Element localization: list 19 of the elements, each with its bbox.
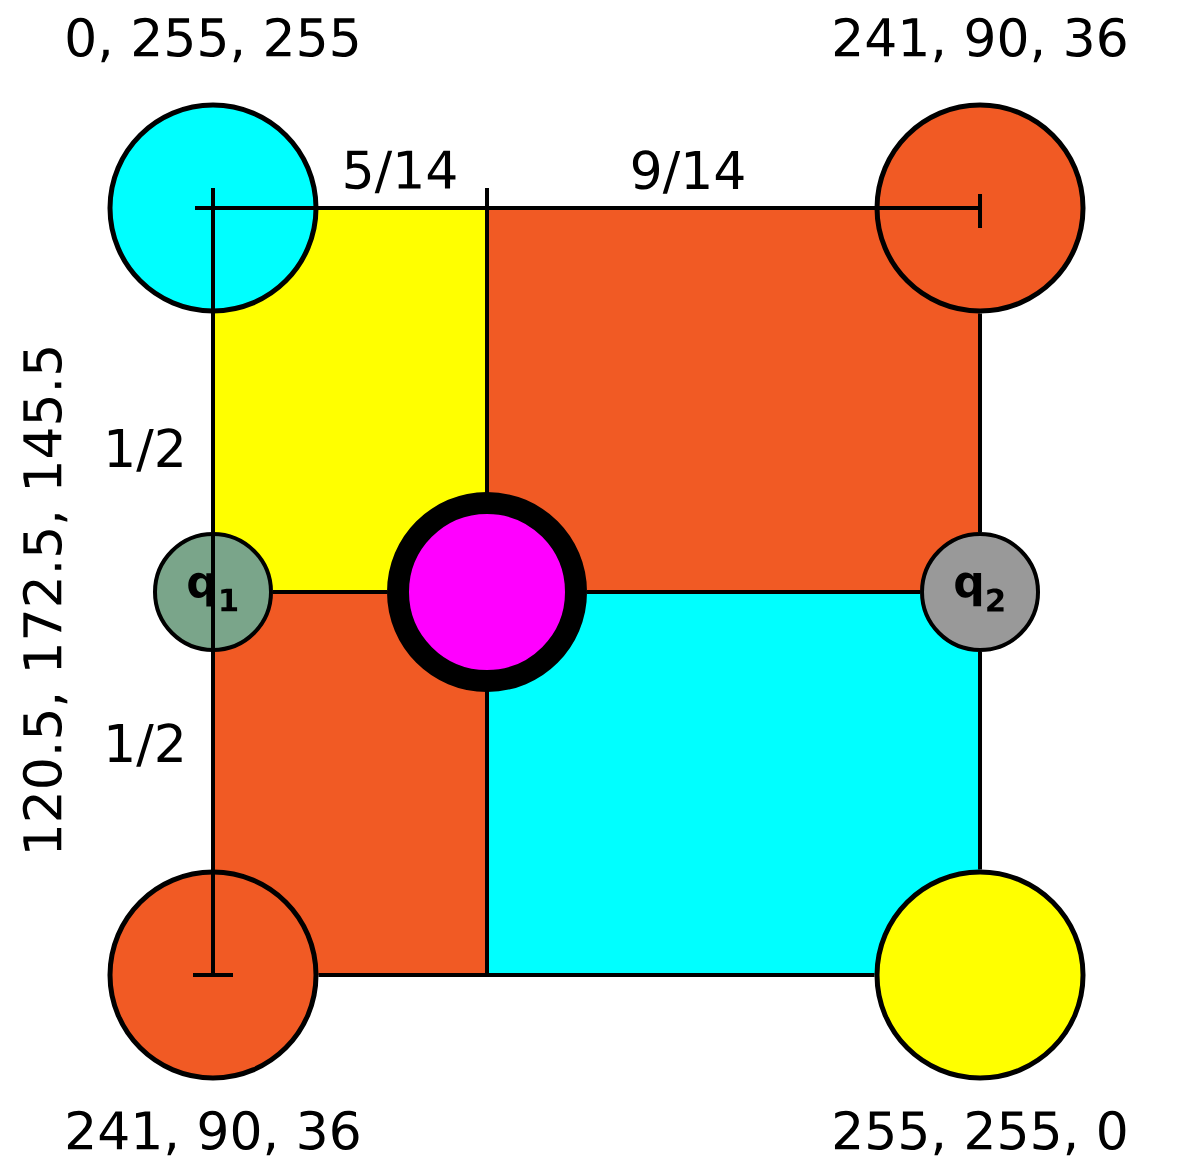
circle-node [107,102,319,314]
color-value: 241, 90, 36 [67,1110,359,1156]
circle-node [387,492,587,692]
color-value: 255, 255, 0 [834,1110,1126,1156]
color-value: 120.5, 172.5, 145.5 [22,348,68,851]
dimension-label: 1/2 [108,428,182,472]
circle-node [107,869,319,1081]
color-value: 241, 90, 36 [834,17,1126,63]
circle-node [874,102,1086,314]
color-value: 0, 255, 255 [67,17,358,63]
dimension-label: 1/2 [108,723,182,767]
line [587,590,920,594]
dimension-label: 9/14 [632,150,744,194]
dimension-label: 5/14 [345,150,456,194]
line [273,590,387,594]
line [318,973,875,977]
line [978,652,982,870]
line [978,313,982,532]
circle-node [874,869,1086,1081]
